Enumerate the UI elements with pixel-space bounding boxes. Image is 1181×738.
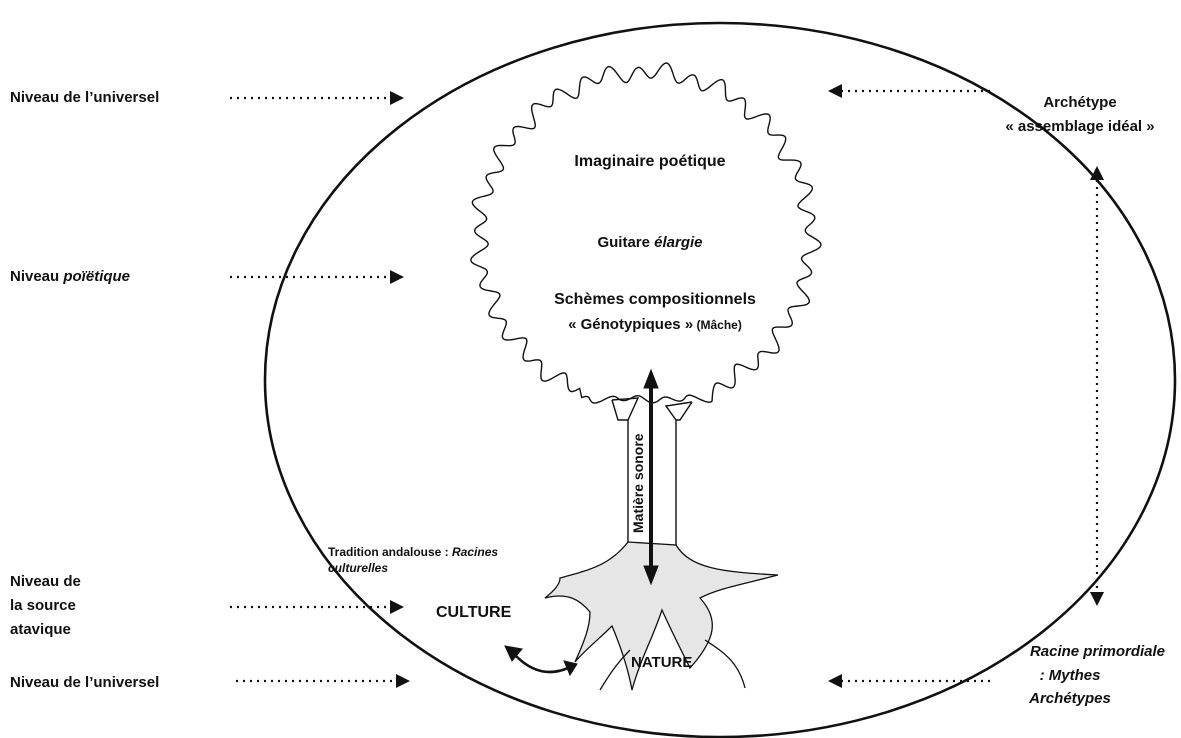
label-imaginaire: Imaginaire poétique [574, 153, 726, 170]
label-guitare: Guitare élargie [520, 233, 780, 253]
tree-trunk [611, 397, 693, 545]
label-niveau-poietique: Niveau poïëtique [10, 267, 130, 287]
label-niveau-universel-bottom: Niveau de l’universel [10, 674, 160, 691]
label-nature: NATURE [631, 654, 693, 671]
label-schemes: Schèmes compositionnels [554, 291, 756, 308]
label-guitare-italic: élargie [654, 234, 703, 251]
right-arrowheads [828, 84, 1104, 688]
label-archetype-line2: « assemblage idéal » [1005, 118, 1155, 135]
label-guitare-prefix: Guitare [597, 234, 655, 251]
label-mache: (Mâche) [693, 318, 742, 332]
label-culture: CULTURE [436, 604, 512, 621]
label-source-line1: Niveau de [10, 573, 81, 590]
label-matiere-sonore: Matière sonore [630, 433, 646, 533]
label-niveau-poietique-prefix: Niveau [10, 268, 64, 285]
label-racine-line2: : Mythes [1039, 667, 1101, 684]
label-tradition-italic1: Racines [452, 545, 499, 559]
label-source-line2: la source [10, 597, 76, 614]
label-genotypiques-main: « Génotypiques » [568, 316, 694, 333]
label-archetype-line1: Archétype [1043, 94, 1117, 111]
label-tradition-line2: culturelles [328, 561, 389, 575]
left-arrows [230, 96, 398, 683]
label-source-line3: atavique [10, 621, 71, 638]
enclosing-circle [263, 21, 1177, 738]
label-racine-line3: Archétypes [1029, 690, 1111, 707]
label-tradition-prefix: Tradition andalouse : [328, 545, 453, 559]
label-genotypiques: « Génotypiques » (Mâche) [510, 315, 800, 335]
label-niveau-poietique-italic: poïëtique [63, 268, 131, 285]
left-arrowheads [390, 91, 410, 688]
matiere-arrow [643, 368, 659, 586]
label-niveau-universel-top: Niveau de l’universel [10, 89, 160, 106]
label-tradition-line1: Tradition andalouse : Racines [328, 545, 498, 560]
tree-crown [470, 62, 822, 404]
label-racine-line1: Racine primordiale [1029, 643, 1165, 660]
culture-nature-arrow [504, 645, 578, 677]
tree-roots [544, 541, 779, 691]
right-arrows [842, 89, 1099, 683]
